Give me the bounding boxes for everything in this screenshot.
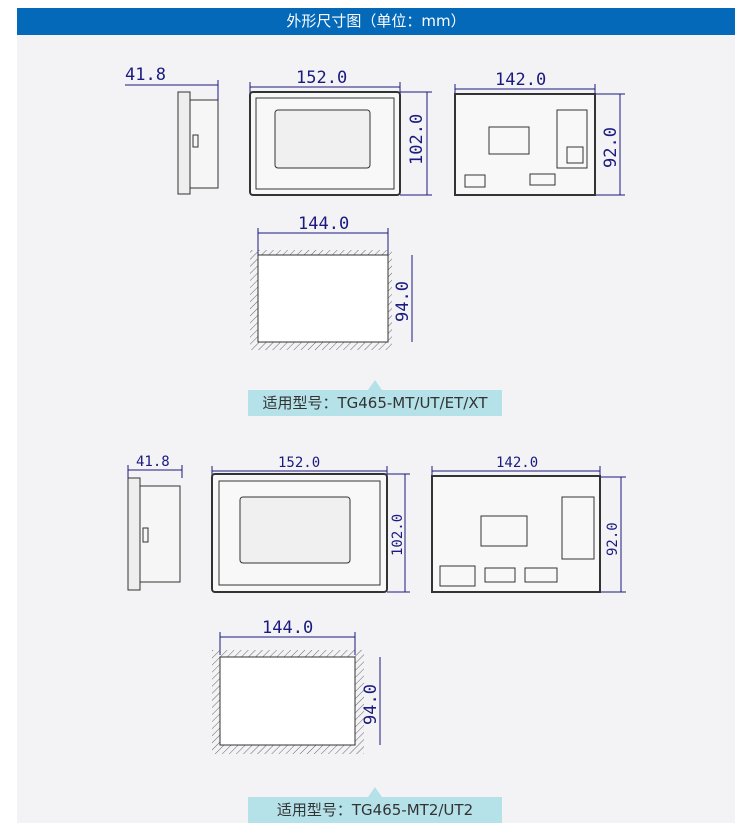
depth-dim-1: 41.8 [125, 65, 166, 85]
depth-dim-2: 41.8 [136, 454, 170, 470]
front-width-dim-1: 152.0 [296, 68, 347, 88]
back-height-dim-1: 92.0 [601, 127, 621, 168]
cutout-height-dim-2: 94.0 [361, 684, 381, 725]
back-width-dim-2: 142.0 [496, 455, 538, 471]
back-view-2 [431, 475, 601, 593]
label-pointer [368, 380, 382, 390]
cutout-width-dim-2: 144.0 [262, 618, 313, 638]
front-height-dim-1: 102.0 [407, 114, 427, 165]
front-width-dim-2: 152.0 [278, 455, 320, 471]
model-label-1: 适用型号：TG465-MT/UT/ET/XT [248, 390, 502, 416]
back-width-dim-1: 142.0 [495, 70, 546, 90]
panel-cutout-2 [212, 650, 364, 754]
back-view-1 [454, 93, 596, 196]
label-pointer [368, 787, 382, 797]
front-view-1 [249, 91, 401, 196]
front-view-2 [211, 473, 388, 593]
cutout-width-dim-1: 144.0 [298, 214, 349, 234]
side-view-1 [177, 91, 219, 195]
cutout-height-dim-1: 94.0 [393, 281, 413, 322]
back-height-dim-2: 92.0 [605, 522, 621, 556]
front-height-dim-2: 102.0 [390, 514, 406, 556]
model-label-2: 适用型号：TG465-MT2/UT2 [248, 797, 502, 823]
side-view-2 [127, 477, 181, 591]
panel-cutout-1 [250, 250, 392, 350]
section-header: 外形尺寸图（单位：mm） [17, 8, 735, 35]
